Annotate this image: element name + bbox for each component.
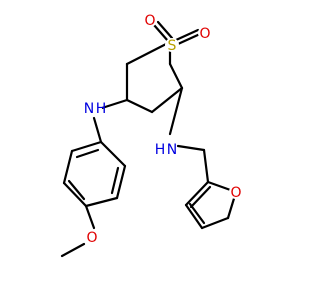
- bond-ar6: [70, 140, 103, 153]
- bond-ar3: [84, 196, 119, 208]
- bond-f2: [184, 203, 204, 230]
- bond-n-cipso: [92, 116, 103, 144]
- bond-n-ch2: [176, 144, 206, 152]
- bond-o-ch3: [60, 242, 86, 258]
- bond-ch2-c2f: [202, 148, 210, 184]
- bond-ar-inner1: [110, 166, 120, 195]
- bond-ar1: [99, 140, 127, 168]
- methoxy-oxygen-label: O: [86, 230, 97, 246]
- amine-hydrogen-right-label: H: [155, 142, 166, 158]
- sulfonyl-oxygen-label-1: O: [144, 13, 155, 29]
- amine-hydrogen-left-label: H: [96, 101, 107, 117]
- furan-oxygen-label: O: [230, 185, 241, 201]
- bond-ar-inner2: [67, 179, 86, 201]
- bond-s-o1-a: [156, 20, 174, 40]
- bond-ar5: [62, 149, 74, 185]
- bond-c-n-right: [168, 86, 184, 136]
- sulfonyl-oxygen-label-2: O: [199, 26, 210, 42]
- amine-nitrogen-left-label: N: [84, 101, 94, 117]
- bond-c4-c3: [150, 86, 184, 114]
- amine-nitrogen-right-label: N: [167, 142, 177, 158]
- bond-c5-c4: [168, 62, 184, 90]
- bond-s-o2-b: [176, 32, 202, 46]
- bond-f-inner2: [189, 185, 212, 209]
- bond-ar2: [115, 164, 127, 200]
- bonds: [60, 20, 238, 258]
- atom-labels: S O O N H N H O O: [84, 13, 243, 246]
- bond-ar4: [62, 181, 88, 208]
- bond-s-o1-b: [152, 23, 170, 43]
- bond-c-n-left: [100, 98, 129, 110]
- bond-f3: [200, 216, 230, 230]
- sulfur-label: S: [168, 38, 177, 54]
- bond-c2-s: [125, 40, 172, 66]
- bond-s-o2-a: [174, 28, 200, 42]
- bond-f1: [184, 180, 210, 207]
- molecule-structure: S O O N H N H O O: [60, 13, 243, 258]
- bond-ar-o: [84, 204, 96, 230]
- bond-ar-inner3: [75, 148, 100, 159]
- bond-c3-c2: [125, 98, 154, 114]
